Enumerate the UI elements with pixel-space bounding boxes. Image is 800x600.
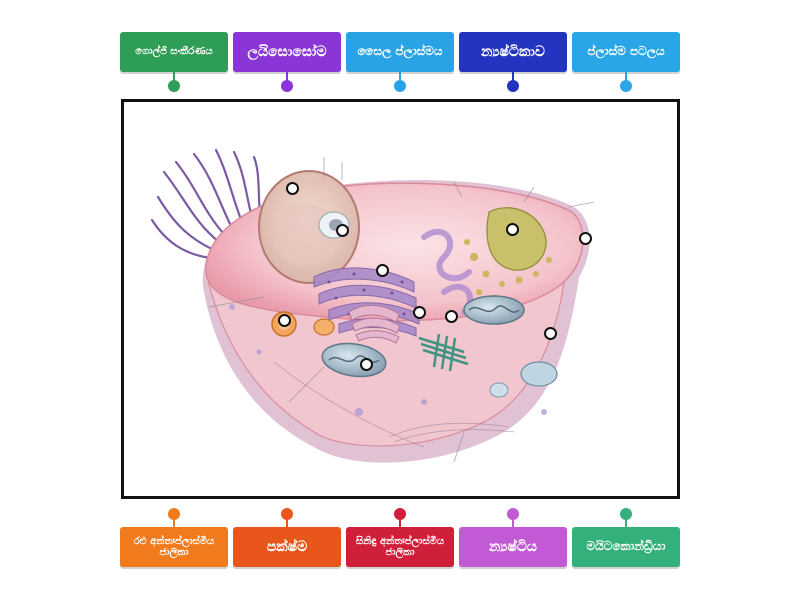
label-rough-er[interactable]: රළු අන්තඃප්ලාස්මීය ජාලිකා: [120, 527, 228, 567]
animal-cell-illustration: [124, 102, 677, 496]
hotspot-target-1[interactable]: [286, 182, 299, 195]
label-plasma-membrane[interactable]: ප්ලාස්ම පටලය: [572, 32, 680, 72]
label-golgi-complex-text: ගොල්ජි සංකීරණය: [135, 46, 212, 58]
hotspot-target-8[interactable]: [445, 310, 458, 323]
label-nucleolus[interactable]: න්‍යෂ්ටිකාව: [459, 32, 567, 72]
label-lysosome[interactable]: ලයිසොසෝම: [233, 32, 341, 72]
cytoplasm-pin: [394, 80, 406, 92]
hotspot-target-10[interactable]: [544, 327, 557, 340]
label-nucleus-text: න්‍යෂ්ටිය: [489, 539, 537, 555]
nucleus-pin-stem: [512, 517, 514, 527]
hotspot-target-2[interactable]: [336, 224, 349, 237]
label-cytoplasm[interactable]: සෛල ප්ලාස්මය: [346, 32, 454, 72]
hotspot-target-5[interactable]: [579, 232, 592, 245]
hotspot-target-6[interactable]: [278, 314, 291, 327]
label-golgi-complex[interactable]: ගොල්ජි සංකීරණය: [120, 32, 228, 72]
nucleolus-pin: [507, 80, 519, 92]
label-plasma-membrane-text: ප්ලාස්ම පටලය: [587, 45, 664, 59]
label-rough-er-text: රළු අන්තඃප්ලාස්මීය ජාලිකා: [124, 536, 224, 559]
rough-er-pin-stem: [173, 517, 175, 527]
plasma-membrane-pin: [620, 80, 632, 92]
mitochondria-pin-stem: [625, 517, 627, 527]
label-mitochondria[interactable]: මයිටකොන්ඩ්‍රියා: [572, 527, 680, 567]
label-cytoplasm-text: සෛල ප්ලාස්මය: [357, 45, 442, 59]
label-nucleus[interactable]: න්‍යෂ්ටිය: [459, 527, 567, 567]
label-cilia-text: පක්ෂ්ම: [267, 539, 307, 555]
smooth-er-pin-stem: [399, 517, 401, 527]
hotspot-target-9[interactable]: [360, 358, 373, 371]
label-smooth-er-text: සිනිඳු අන්තඃප්ලාස්මීය ජාලිකා: [350, 536, 450, 559]
hotspot-target-3[interactable]: [376, 264, 389, 277]
label-cilia[interactable]: පක්ෂ්ම: [233, 527, 341, 567]
diagram-frame: [121, 99, 680, 499]
label-mitochondria-text: මයිටකොන්ඩ්‍රියා: [587, 540, 666, 554]
label-smooth-er[interactable]: සිනිඳු අන්තඃප්ලාස්මීය ජාලිකා: [346, 527, 454, 567]
golgi-pin: [168, 80, 180, 92]
cilia-pin-stem: [286, 517, 288, 527]
hotspot-target-4[interactable]: [506, 223, 519, 236]
label-lysosome-text: ලයිසොසෝම: [247, 44, 326, 60]
lysosome-pin: [281, 80, 293, 92]
hotspot-target-7[interactable]: [413, 306, 426, 319]
label-nucleolus-text: න්‍යෂ්ටිකාව: [481, 44, 545, 60]
